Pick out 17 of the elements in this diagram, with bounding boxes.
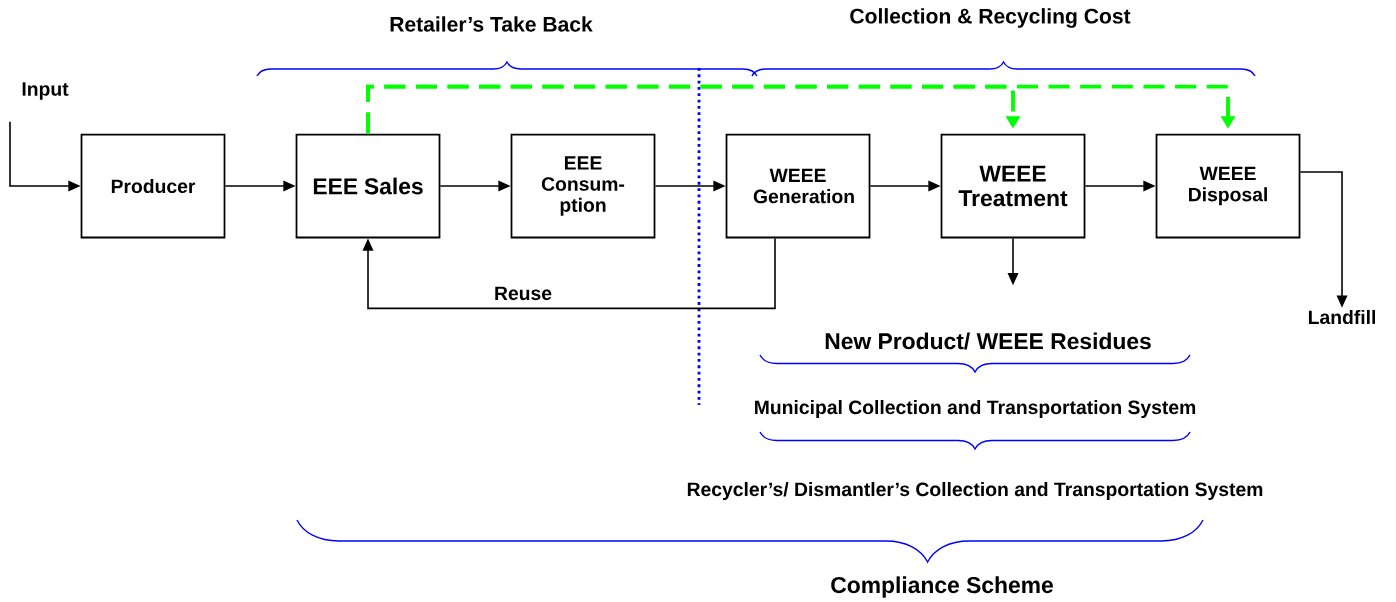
process-box: WEEE Generation [725, 133, 871, 239]
edge-label: Reuse [495, 286, 552, 301]
arrow [366, 84, 1236, 134]
process-box: EEE Consum-ption [510, 133, 656, 239]
text-label: Collection & Recycling Cost [850, 8, 1131, 28]
process-box: Producer [80, 133, 226, 239]
text-label: Input [22, 82, 69, 100]
text-label: Recycler’s/ Dismantler’s Collection and Transportation System [687, 482, 1263, 500]
arrow [362, 237, 776, 310]
text-label: New Product/ WEEE Residues [825, 332, 1151, 350]
text-label: Municipal Collection and Transportation System [755, 400, 1196, 418]
text-label: Retailer’s Take Back [390, 16, 593, 32]
process-box: WEEE Treatment [940, 133, 1086, 239]
text-label: Landfill [1308, 309, 1375, 325]
process-box: EEE Sales [295, 133, 441, 239]
text-label: Compliance Scheme [831, 576, 1053, 598]
process-box: WEEE Disposal [1155, 133, 1301, 239]
